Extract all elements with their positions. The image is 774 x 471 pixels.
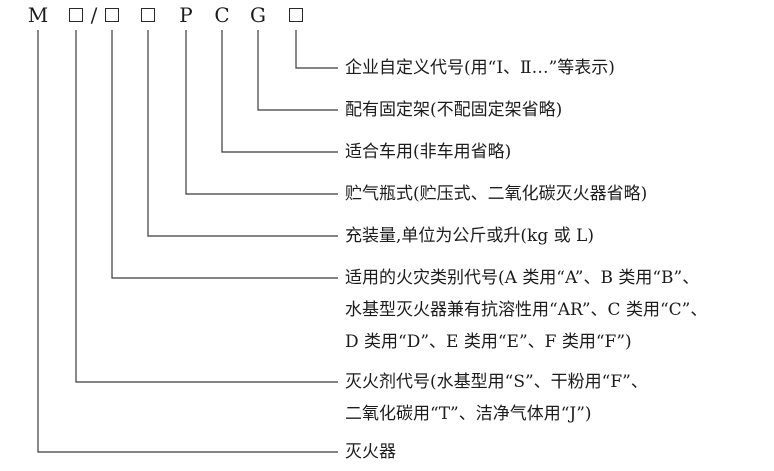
code-letter-g: G — [250, 3, 266, 27]
connector-enterprise-code — [295, 30, 338, 69]
code-letter-c: C — [214, 3, 230, 27]
label-extinguisher: 灭火器 — [345, 442, 396, 462]
code-letter-m: M — [27, 3, 49, 27]
code-slash: / — [90, 3, 98, 27]
label-gas-cartridge: 贮气瓶式(贮压式、二氧化碳灭火器省略) — [345, 184, 648, 204]
connector-vehicle-use — [221, 30, 338, 153]
connector-extinguisher — [37, 30, 338, 453]
connector-filling-quantity — [147, 30, 338, 237]
code-box-fire-class — [105, 8, 119, 22]
code-box-filling — [141, 8, 155, 22]
label-fire-class-line3: D 类用“D”、E 类用“E”、F 类用“F”) — [345, 332, 632, 352]
connector-agent-code — [75, 30, 338, 383]
label-vehicle-use: 适合车用(非车用省略) — [345, 142, 512, 162]
code-box-enterprise — [289, 8, 303, 22]
label-agent-code-line2: 二氧化碳用“T”、洁净气体用“J”) — [345, 404, 592, 424]
connector-fire-class — [111, 30, 338, 279]
label-enterprise-code: 企业自定义代号(用“Ⅰ、Ⅱ…”等表示) — [345, 58, 615, 78]
label-fire-class-line2: 水基型灭火器兼有抗溶性用“AR”、C 类用“C”、 — [345, 300, 708, 320]
connector-fixed-frame — [257, 30, 338, 111]
code-letter-p: P — [179, 3, 193, 27]
connector-gas-cartridge — [185, 30, 338, 195]
label-agent-code-line1: 灭火剂代号(水基型用“S”、干粉用“F”、 — [345, 372, 648, 392]
code-box-agent — [69, 8, 83, 22]
label-filling-quantity: 充装量,单位为公斤或升(kg 或 L) — [345, 226, 594, 246]
label-fire-class-line1: 适用的火灾类别代号(A 类用“A”、B 类用“B”、 — [345, 268, 700, 288]
label-fixed-frame: 配有固定架(不配固定架省略) — [345, 100, 563, 120]
